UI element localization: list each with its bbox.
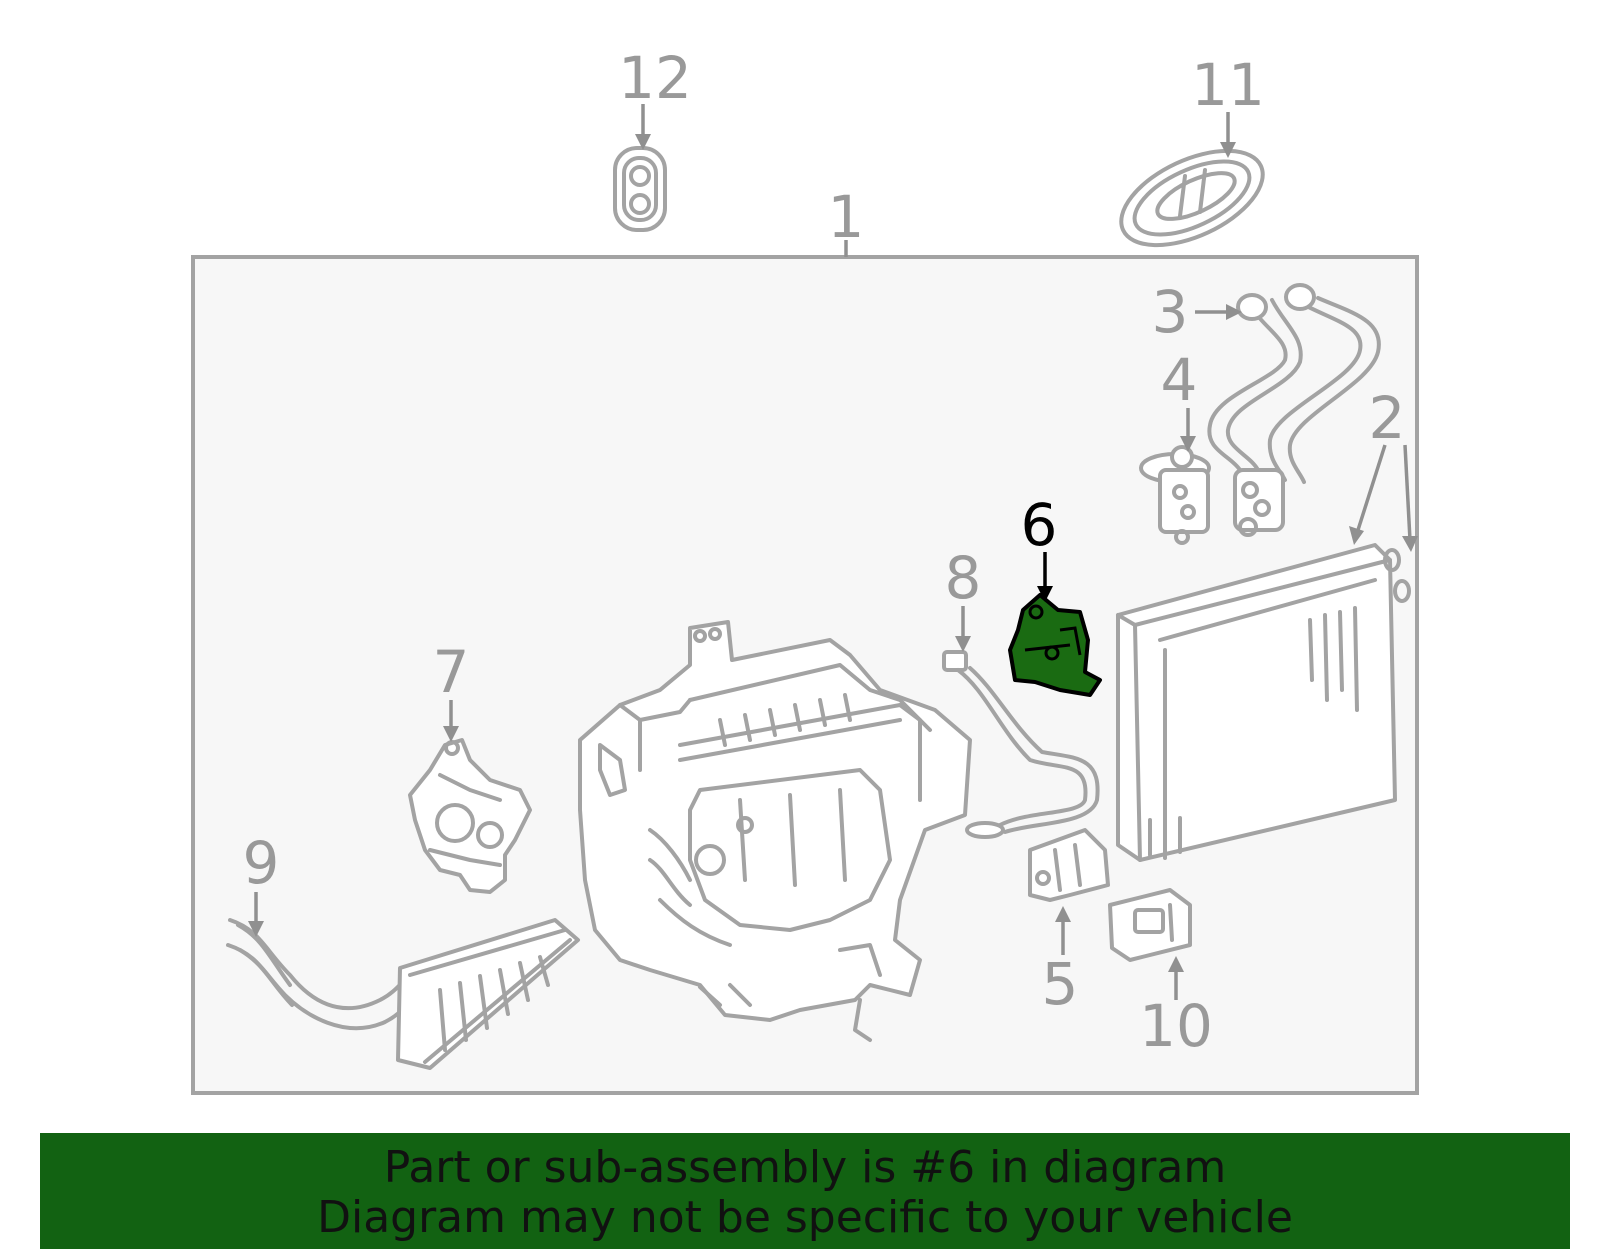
part-11-seal — [1119, 148, 1265, 248]
part-6-actuator-highlighted — [1008, 593, 1102, 697]
callout-12: 12 — [618, 44, 692, 112]
callout-7: 7 — [433, 638, 470, 706]
part-12-grommet — [613, 146, 667, 232]
callout-11: 11 — [1191, 51, 1265, 119]
part-4-expansion-valve — [1139, 445, 1211, 545]
part-3-hoses — [1207, 283, 1381, 537]
part-8-sensor — [942, 650, 1100, 839]
callout-9: 9 — [243, 829, 280, 897]
part-9-heater-core — [226, 918, 580, 1070]
part-5-actuator — [1028, 828, 1110, 902]
part-1-hvac-case — [578, 620, 972, 1042]
banner-line-2: Diagram may not be specific to your vehi… — [317, 1192, 1293, 1243]
callout-6: 6 — [1021, 491, 1058, 559]
banner-background — [40, 1133, 1570, 1249]
part-10-resistor — [1108, 888, 1192, 962]
callout-4: 4 — [1161, 346, 1198, 414]
part-7-motor — [408, 738, 532, 894]
info-banner: Part or sub-assembly is #6 in diagram Di… — [40, 1133, 1570, 1249]
callout-8: 8 — [945, 544, 982, 612]
leader-arrows — [248, 104, 1418, 1000]
callout-5: 5 — [1042, 950, 1079, 1018]
callout-1: 1 — [828, 183, 865, 251]
callout-3: 3 — [1152, 278, 1189, 346]
callout-10: 10 — [1139, 992, 1213, 1060]
callout-2: 2 — [1369, 384, 1406, 452]
banner-line-1: Part or sub-assembly is #6 in diagram — [383, 1142, 1227, 1193]
part-2-evaporator — [1116, 543, 1411, 862]
